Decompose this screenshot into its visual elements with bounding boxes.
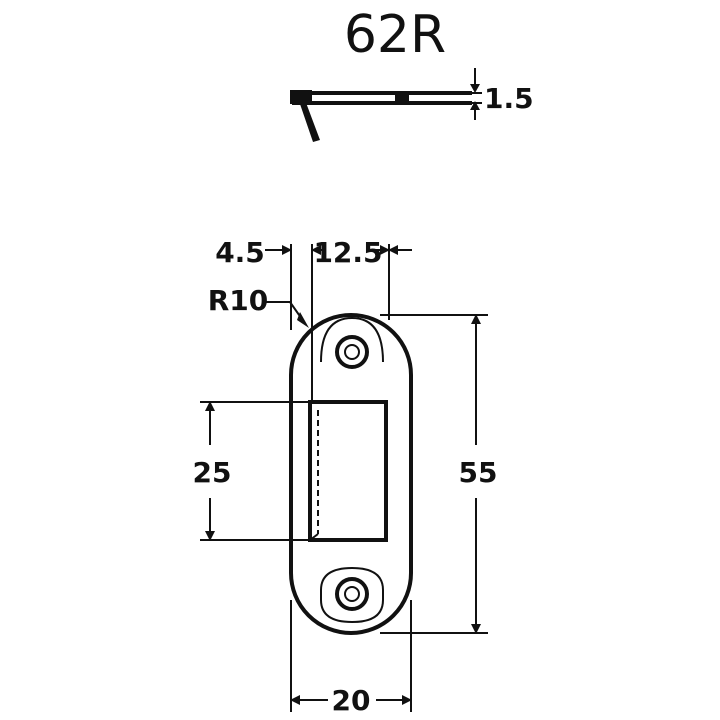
thickness-dimension: 1.5 [484,82,534,115]
top-width-dimension: 12.5 [313,236,382,269]
radius-dimension: R10 [208,284,269,317]
top-dimension-lines [265,244,412,400]
screw-hole-bottom [335,577,369,611]
offset-dimension: 4.5 [215,236,265,269]
overall-width-dimension-lines [290,600,412,712]
overall-width-dimension: 20 [332,684,371,717]
screw-hole-top [335,335,369,369]
overall-height-dimension-lines [380,314,488,634]
overall-height-dimension: 55 [459,456,498,489]
opening-height-dimension: 25 [193,456,232,489]
latch-opening [308,400,388,542]
strike-plate-front-view [289,313,413,635]
side-profile-view [290,68,482,142]
part-number-title: 62R [344,5,446,65]
radius-leader [264,301,309,328]
opening-height-dimension-lines [200,401,310,541]
plate-outline [289,313,413,635]
